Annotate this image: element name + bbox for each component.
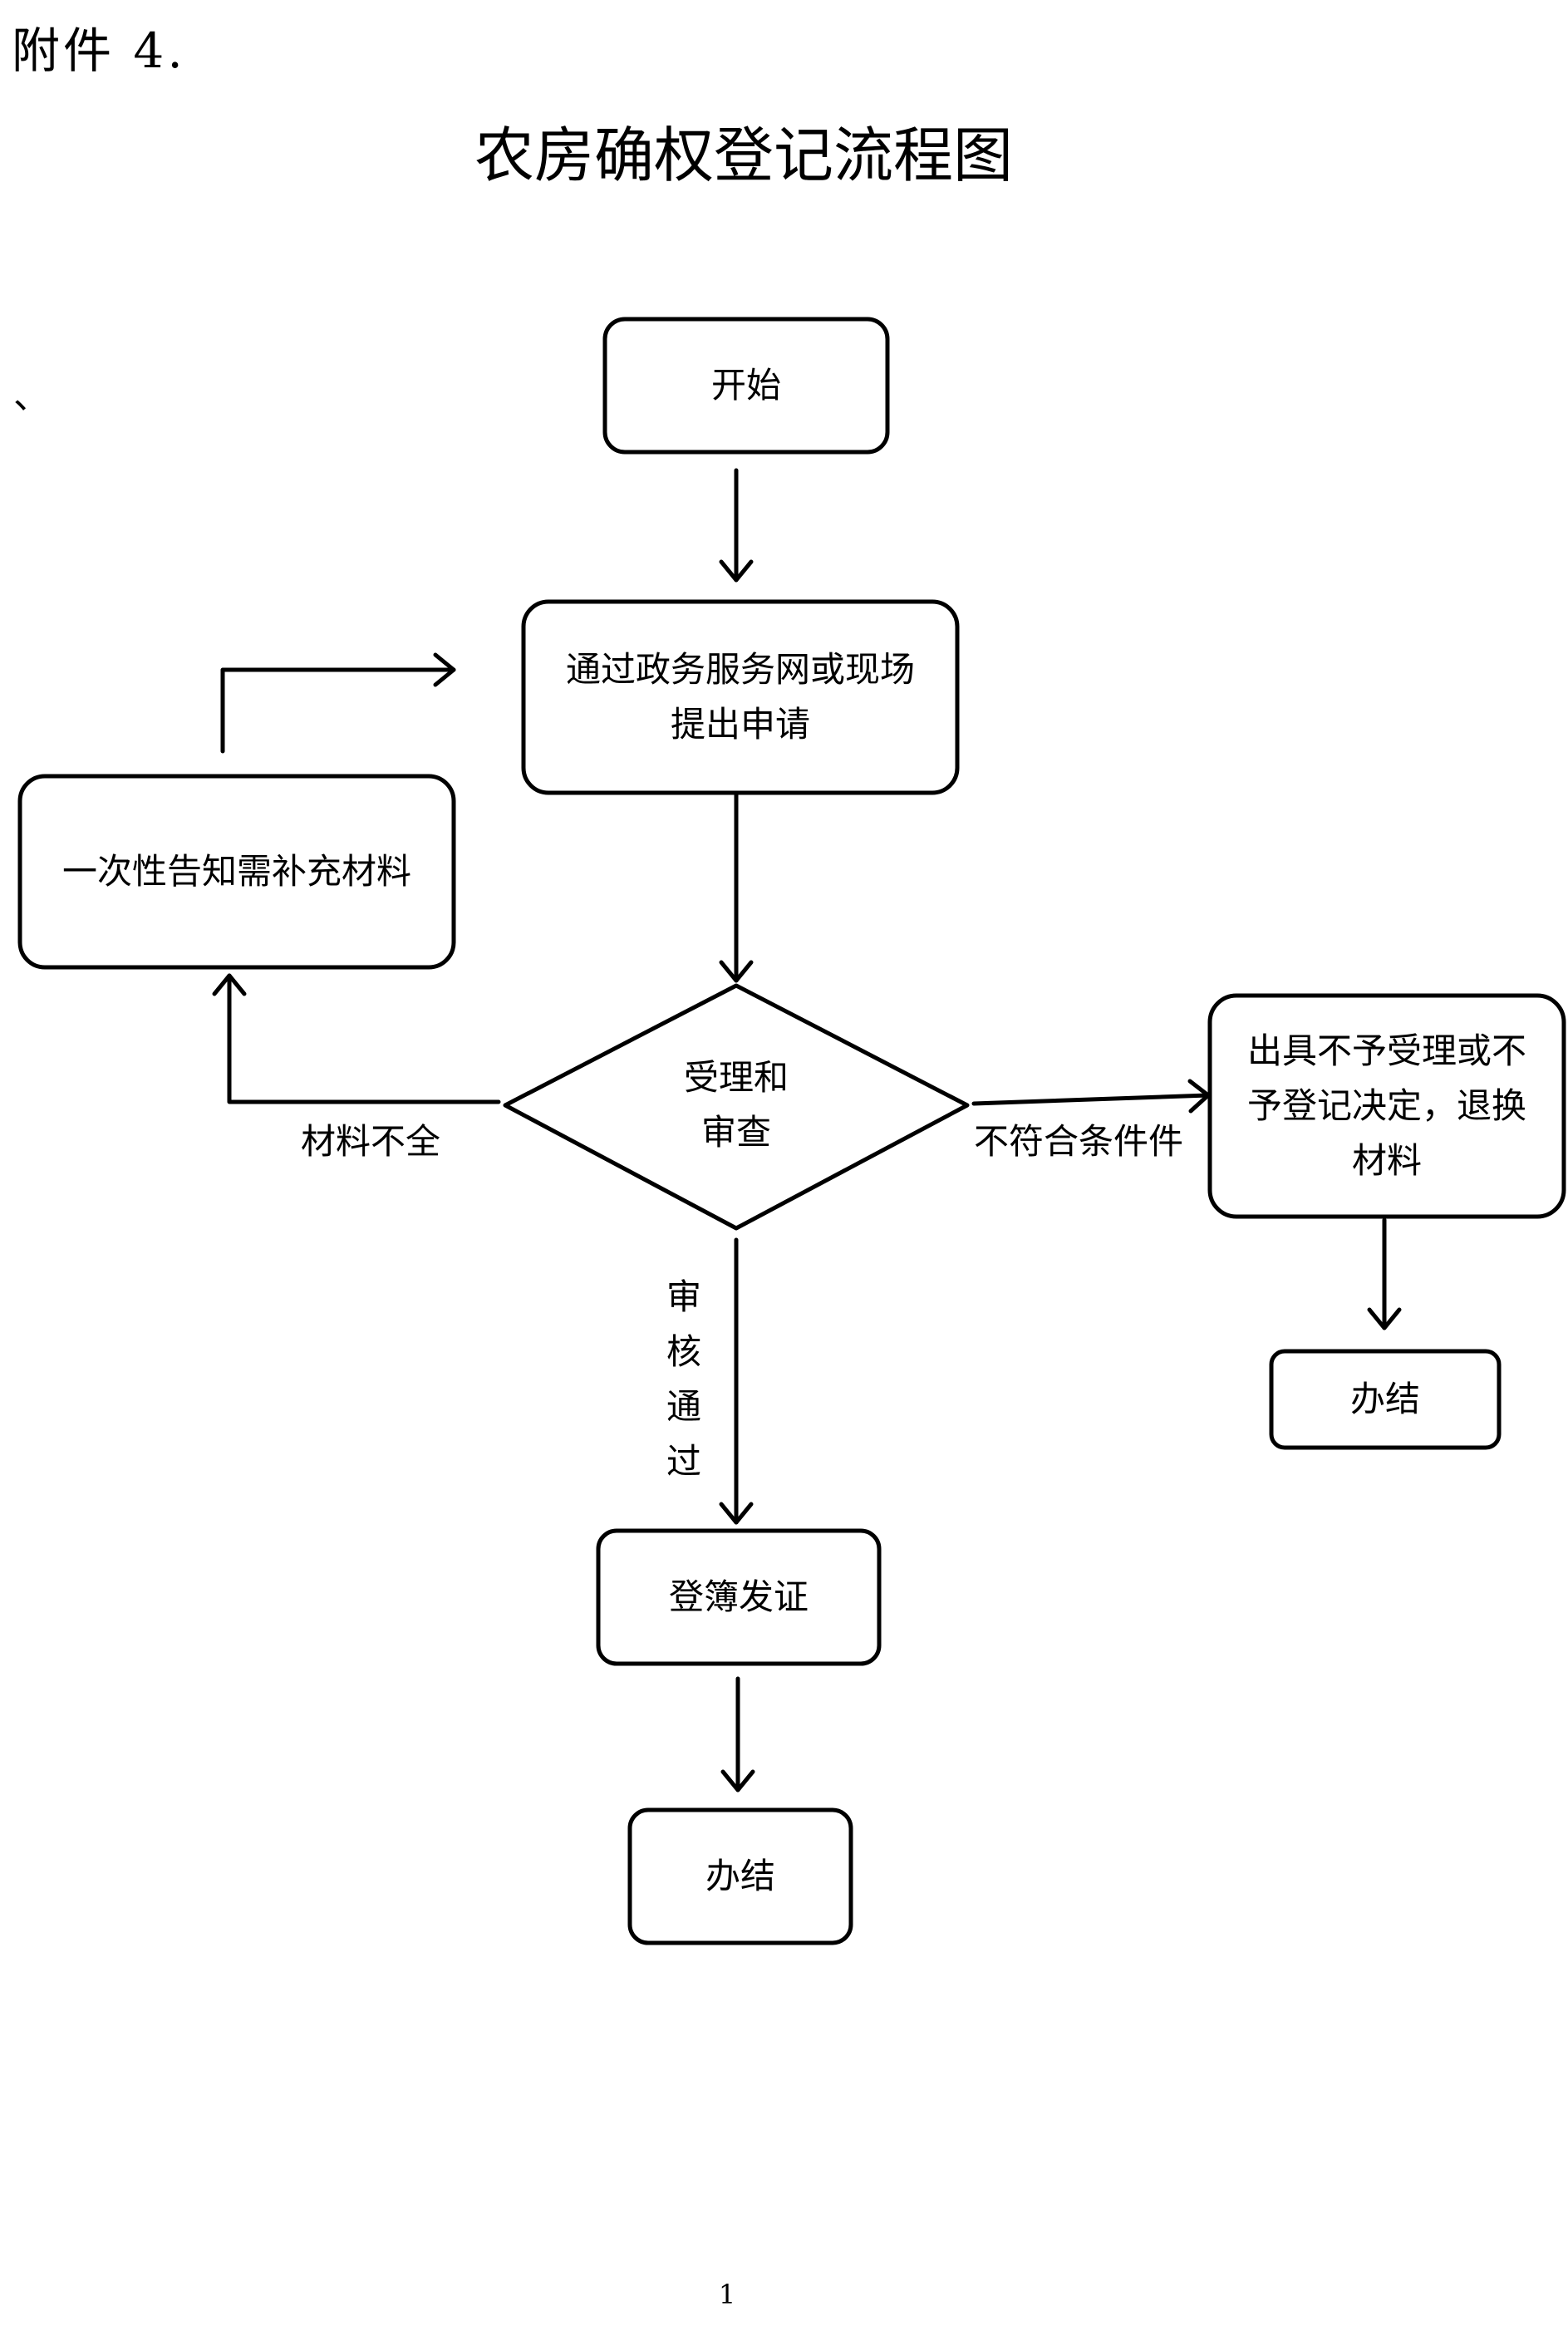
incomplete-to-supplement-arrowhead xyxy=(212,973,247,996)
approved-edge-label: 审核通过 xyxy=(666,1276,701,1482)
reject-node-box xyxy=(1207,993,1566,1219)
stray-punctuation-mark: 、 xyxy=(13,375,50,417)
incomplete-edge-label: 材料不全 xyxy=(301,1121,441,1162)
certificate-to-close-arrowhead xyxy=(720,1769,755,1792)
reject-to-close-arrowhead xyxy=(1367,1307,1402,1330)
supplement-to-apply-arrowhead xyxy=(433,652,456,687)
review-to-certificate-arrowhead xyxy=(719,1502,754,1525)
supplement-node-box xyxy=(17,774,456,970)
close-bottom-node-box xyxy=(627,1807,853,1945)
review-node-label: 受理和审查 xyxy=(683,1057,789,1153)
attachment-label: 附件 4. xyxy=(12,22,186,79)
review-to-reject-arrowhead xyxy=(1187,1079,1211,1114)
close-bottom-node-label: 办结 xyxy=(705,1856,775,1896)
page-number: 1 xyxy=(718,2279,736,2310)
review-to-reject-arrow xyxy=(971,1093,1211,1106)
start-node-box xyxy=(602,317,890,455)
not-qualified-edge-label: 不符合条件件 xyxy=(974,1121,1184,1162)
reject-node-label: 出具不予受理或不予登记决定，退换材料 xyxy=(1246,1030,1526,1181)
close-right-node-box xyxy=(1269,1349,1502,1450)
review-decision-diamond xyxy=(503,983,970,1231)
apply-node-label: 通过政务服务网或现场提出申请 xyxy=(565,649,915,745)
supplement-node-label: 一次性告知需补充材料 xyxy=(61,851,411,892)
apply-to-review-arrowhead xyxy=(719,960,754,983)
page-title: 农房确权登记流程图 xyxy=(474,120,1013,190)
start-node-label: 开始 xyxy=(710,365,781,406)
issue-certificate-node-label: 登簿发证 xyxy=(668,1576,809,1617)
incomplete-to-supplement-arrow xyxy=(227,973,501,1104)
supplement-to-apply-arrow xyxy=(220,667,456,754)
apply-node-box xyxy=(521,599,960,795)
start-to-apply-arrowhead xyxy=(719,559,754,583)
issue-certificate-node-box xyxy=(596,1528,882,1666)
close-right-node-label: 办结 xyxy=(1349,1379,1420,1419)
